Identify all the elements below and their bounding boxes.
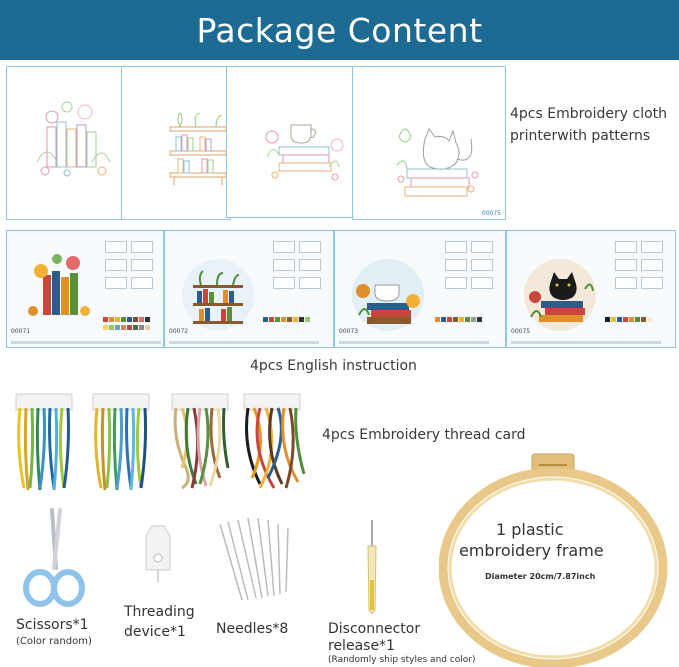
cloth-2 [121,66,231,220]
cloths-caption-line2: printerwith patterns [510,128,651,144]
instructions-caption: 4pcs English instruction [250,358,417,374]
cloth-pattern-books-flowers [36,101,111,177]
cloth-pattern-bookshelf [169,112,227,185]
thread-bundle-3 [171,393,230,490]
threader-icon [145,525,171,582]
sheet-illustration-cat [524,259,596,331]
cloth-3 [226,66,354,218]
frame-title-line2: embroidery frame [459,541,604,560]
disconnector-label-line1: Disconnector [328,621,421,637]
instruction-sheet-4: 00075 [506,230,676,348]
cloth-pattern-cat-books [396,127,479,197]
thread-card-2 [87,390,155,495]
header-banner: Package Content [0,0,679,60]
frame-diameter: Diameter 20cm/7.87inch [485,572,596,581]
threader-label-line2: device*1 [124,624,186,640]
sheet-illustration-books [28,254,90,316]
needles-label: Needles*8 [216,621,289,637]
scissors-note: (Color random) [16,636,92,647]
scissors-label: Scissors*1 [16,617,89,633]
sheet-illustration-teacup [352,259,424,331]
scissors-icon [23,508,85,607]
threader-label-line1: Threading [124,604,195,620]
disconnector-label-line2: release*1 [328,638,395,654]
frame-title-line1: 1 plastic [496,520,564,539]
thread-card-3 [166,390,234,495]
instruction-sheet-1: 00071 [6,230,164,348]
sheet-code-3: 00073 [339,328,359,335]
sheet-code-4: 00075 [511,328,531,335]
thread-card-1 [10,390,78,495]
thread-bundle-2 [92,393,150,491]
instruction-sheet-2: 00072 [164,230,334,348]
sheet-code-1: 00071 [11,328,31,335]
cloths-caption-line1: 4pcs Embroidery cloth [510,106,668,122]
embroidery-hoop-icon [439,453,668,667]
page-title: Package Content [196,10,483,50]
thread-bundle-1 [15,393,73,491]
sheet-code-2: 00072 [169,328,189,335]
thread-bundle-4 [243,393,306,489]
threads-caption: 4pcs Embroidery thread card [322,427,526,443]
cloth-code: 00075 [481,210,501,217]
seam-ripper-icon [367,520,377,614]
disconnector-note: (Randomly ship styles and color) [328,655,476,665]
thread-card-4 [238,390,306,495]
cloth-1 [6,66,126,220]
sheet-illustration-bookshelf [182,259,254,331]
cloth-4: 00075 [352,66,506,220]
needles-icon [219,517,289,601]
instruction-sheet-3: 00073 [334,230,506,348]
cloth-pattern-teacup-books [265,124,344,181]
